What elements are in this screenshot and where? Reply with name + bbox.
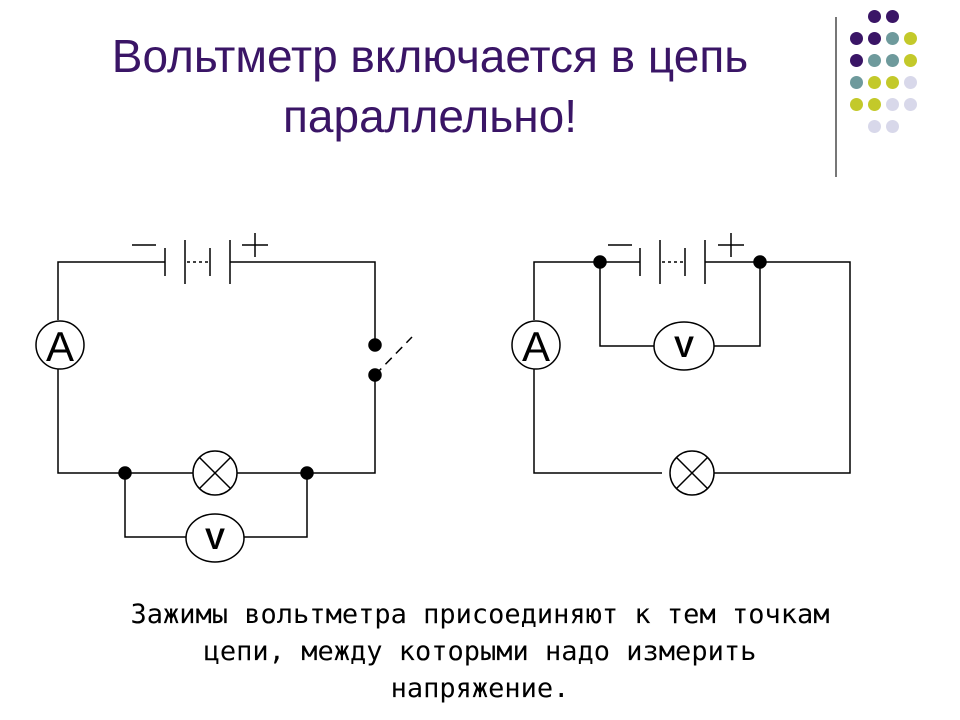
wire [243, 473, 308, 538]
circuit-voltmeter-across-battery: A V [511, 233, 851, 496]
wire [705, 261, 851, 474]
decorative-dot [850, 54, 863, 67]
wire [57, 261, 165, 320]
decorative-dot [886, 120, 899, 133]
caption-line-3: напряжение. [390, 673, 570, 704]
decorative-dot [904, 98, 917, 111]
wire [237, 375, 376, 474]
title-line-1: Вольтметр включается в цепь [111, 30, 749, 82]
voltmeter: V [653, 321, 715, 371]
decorative-dot [868, 32, 881, 45]
ammeter-label: A [46, 323, 74, 370]
junction-node [593, 255, 607, 269]
wire [230, 261, 376, 345]
battery [132, 233, 268, 284]
wire [533, 369, 662, 474]
switch [368, 336, 413, 382]
ammeter: A [35, 320, 85, 370]
wire [124, 473, 187, 538]
decorative-dot [886, 54, 899, 67]
decorative-dot [850, 76, 863, 89]
decorative-dot [886, 10, 899, 23]
wire [533, 261, 640, 320]
decorative-dot [868, 54, 881, 67]
lamp [669, 450, 715, 496]
voltmeter-label: V [674, 331, 694, 364]
slide-title: Вольтметр включается в цепь параллельно! [40, 26, 820, 146]
junction-node [753, 255, 767, 269]
decorative-dot [886, 76, 899, 89]
decorative-dot [886, 32, 899, 45]
decorative-dot [886, 98, 899, 111]
junction-node [300, 466, 314, 480]
decorative-dot [904, 32, 917, 45]
slide-caption: Зажимы вольтметра присоединяют к тем точ… [40, 596, 920, 707]
lamp [192, 450, 238, 496]
decorative-dot [904, 54, 917, 67]
decorative-dot [868, 98, 881, 111]
voltmeter-label: V [205, 523, 225, 556]
wire [57, 369, 193, 474]
decorative-dot [850, 32, 863, 45]
circuit-series-with-switch: A [35, 233, 413, 563]
caption-line-2: цепи, между которыми надо измерить [203, 636, 757, 667]
junction-node [118, 466, 132, 480]
decorative-dot [850, 98, 863, 111]
battery [608, 233, 744, 284]
wire [599, 262, 654, 347]
ammeter: A [511, 320, 561, 370]
ammeter-label: A [522, 323, 550, 370]
decorative-dot [904, 76, 917, 89]
decorative-divider [835, 17, 837, 177]
wire [714, 262, 761, 347]
decorative-dot [868, 120, 881, 133]
title-line-2: параллельно! [283, 90, 577, 142]
caption-line-1: Зажимы вольтметра присоединяют к тем точ… [130, 599, 830, 630]
decorative-dot [868, 10, 881, 23]
voltmeter: V [185, 513, 245, 563]
decorative-dot-grid [850, 10, 940, 160]
decorative-dot [868, 76, 881, 89]
